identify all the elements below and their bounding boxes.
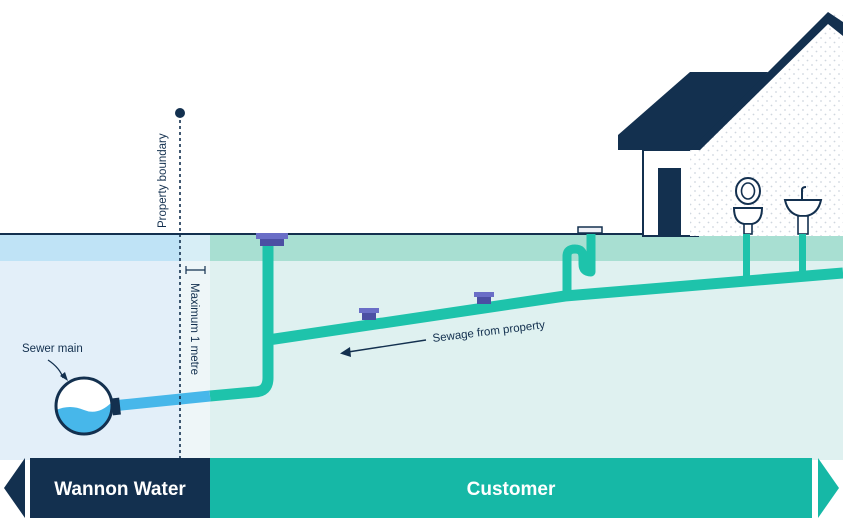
sewer-main-label: Sewer main <box>22 343 83 355</box>
toilet-drain-pipe <box>743 234 750 280</box>
house-illustration <box>618 12 843 237</box>
customer-sewer-pipe <box>209 267 843 402</box>
inspection-point-1 <box>359 308 379 320</box>
sewage-flow-arrowhead <box>340 347 351 357</box>
customer-label: Customer <box>467 479 556 500</box>
left-band-arrow <box>4 458 25 518</box>
customer-band <box>210 458 812 518</box>
house-door <box>658 168 681 236</box>
property-boundary-label: Property boundary <box>157 133 169 228</box>
overflow-gully-cap <box>577 226 603 234</box>
toilet-icon <box>732 177 764 235</box>
overflow-relief-pipe <box>562 234 596 294</box>
sewer-main-pipe <box>54 376 114 436</box>
maximum-distance-label: Maximum 1 metre <box>188 283 200 375</box>
sewer-main-pointer-head <box>60 372 68 381</box>
sewage-flow-arrow <box>347 339 427 353</box>
wannon-water-band <box>30 458 210 518</box>
ownership-band: Wannon Water Customer <box>4 458 839 518</box>
wannon-water-label: Wannon Water <box>54 479 186 500</box>
property-connection-pipe <box>111 390 211 412</box>
house-roof-front <box>618 72 768 150</box>
sink-drain-pipe <box>799 234 806 274</box>
inspection-point-2 <box>474 292 494 304</box>
pipe-collar <box>111 397 121 416</box>
right-band-arrow <box>818 458 839 518</box>
property-boundary-marker <box>175 108 185 118</box>
inspection-opening-cap <box>256 233 288 246</box>
council-surface-layer <box>0 234 180 261</box>
customer-surface-layer <box>210 234 843 261</box>
maximum-distance-marker <box>185 266 206 274</box>
boundary-surface-layer <box>180 234 210 261</box>
house-roof-gable <box>690 12 843 150</box>
customer-ground-zone <box>210 234 843 460</box>
